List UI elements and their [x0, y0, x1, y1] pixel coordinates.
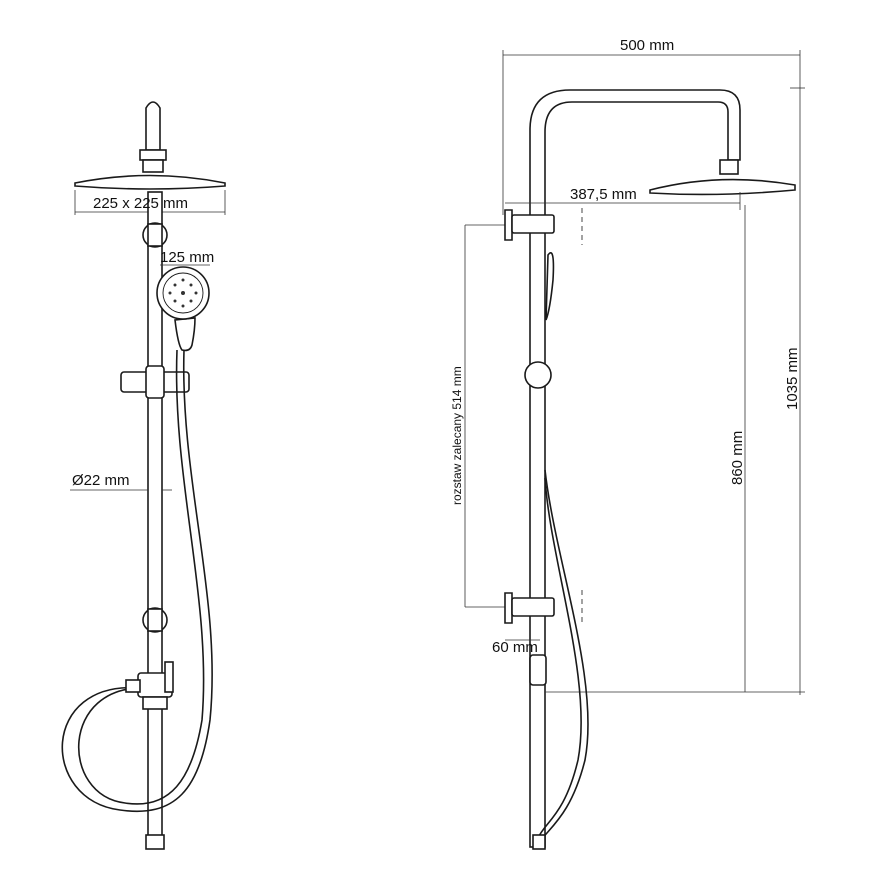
spacing-label: rozstaw zalecany 514 mm	[450, 366, 464, 505]
rail-diameter-label: Ø22 mm	[72, 472, 130, 489]
head-connector	[139, 149, 167, 161]
hand-shower-diameter-label: 125 mm	[160, 249, 214, 266]
height-860-label: 860 mm	[729, 431, 746, 485]
overhead-arm	[529, 89, 741, 231]
width-label: 500 mm	[620, 37, 674, 54]
rain-shower-head-side	[649, 178, 796, 196]
hose-side	[537, 469, 589, 846]
slider-knob	[524, 361, 552, 389]
inlet-nut	[145, 834, 165, 850]
side-view: 500 mm 387,5 mm 860 mm 1035 mm rozstaw z…	[450, 37, 805, 850]
diverter-side	[529, 654, 547, 686]
rail-side	[529, 229, 546, 848]
hand-shower-handle	[174, 317, 196, 352]
hand-shower-side	[545, 252, 555, 321]
arm-reach-label: 387,5 mm	[570, 186, 637, 203]
diverter-lever	[164, 661, 174, 693]
inlet-nut-side	[532, 834, 546, 850]
spray-nozzles	[168, 278, 198, 308]
front-view: 225 x 225 mm 125 mm Ø22 mm	[61, 101, 226, 850]
bracket-depth-label: 60 mm	[492, 639, 538, 656]
rain-shower-head	[74, 174, 226, 190]
hose	[61, 349, 213, 813]
head-size-label: 225 x 225 mm	[93, 195, 188, 212]
top-arm-stub	[145, 101, 161, 151]
height-1035-label: 1035 mm	[784, 347, 801, 410]
upper-wall-bracket	[504, 209, 513, 241]
lower-wall-bracket	[504, 592, 513, 624]
